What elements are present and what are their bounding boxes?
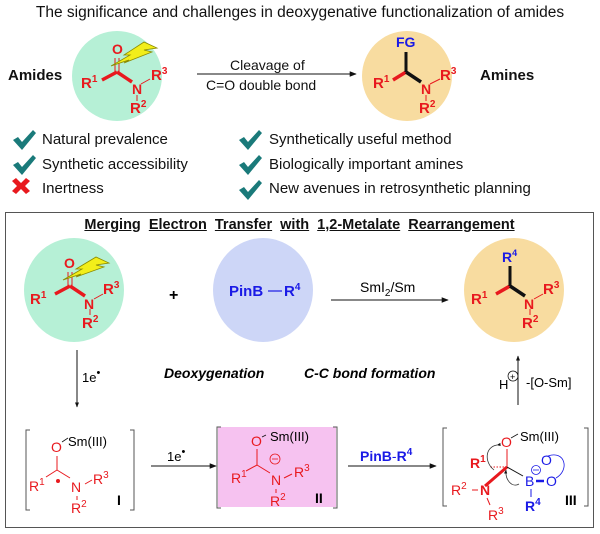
o-sm-label: -[O-Sm] [526, 375, 572, 390]
check-icon [239, 180, 262, 200]
left-list-item: Synthetic accessibility [42, 156, 188, 173]
electron-label-1: 1e• [82, 367, 100, 385]
right-list-item: New avenues in retrosynthetic planning [269, 180, 531, 197]
svg-text:R2: R2 [71, 499, 87, 516]
svg-text:N: N [84, 296, 94, 312]
lightning-bolt-icon [110, 41, 159, 67]
amines-label: Amines [480, 67, 535, 84]
svg-text:R2: R2 [82, 314, 99, 332]
right-list-item: Biologically important amines [269, 156, 464, 173]
svg-text:R4: R4 [525, 497, 541, 514]
fg-label: FG [396, 34, 416, 50]
deoxygenation-label: Deoxygenation [164, 365, 264, 381]
svg-text:R3: R3 [93, 470, 109, 487]
svg-text:R2: R2 [522, 314, 539, 332]
svg-text:R1: R1 [470, 454, 486, 471]
svg-text:Sm(III): Sm(III) [270, 429, 309, 444]
svg-text:R1: R1 [29, 477, 45, 494]
plus-sign: + [169, 287, 178, 304]
arrow-bottom-label: C=O double bond [206, 77, 317, 93]
electron-label-2: 1e• [167, 446, 185, 464]
intermediate-iii: O Sm(III) R1 R2 N R3 B O O R4 III [442, 427, 589, 523]
amine-circle [362, 31, 452, 121]
svg-text:III: III [565, 492, 577, 508]
proton-label: H [499, 377, 508, 392]
svg-text:R1: R1 [231, 469, 247, 486]
svg-text:R4: R4 [284, 282, 301, 300]
r2-label: R2 [419, 99, 436, 117]
left-list-icons [12, 130, 36, 194]
left-list-item: Inertness [42, 180, 104, 197]
svg-text:I: I [117, 492, 121, 508]
svg-text:O: O [541, 452, 552, 468]
svg-text:N: N [524, 296, 534, 312]
svg-text:N: N [71, 479, 81, 495]
atom-o: O [112, 41, 123, 57]
cross-icon [12, 178, 30, 194]
merge-title: Merging Electron Transfer with 1,2-Metal… [84, 217, 515, 233]
svg-text:O: O [546, 473, 557, 489]
amide-structure-top: O R1 N R3 R2 [72, 31, 168, 121]
svg-text:R4: R4 [502, 248, 517, 265]
svg-text:B: B [525, 473, 534, 489]
svg-text:R2: R2 [451, 481, 467, 498]
right-list-item: Synthetically useful method [269, 131, 452, 148]
svg-text:R1: R1 [471, 290, 488, 308]
svg-text:PinB: PinB [229, 283, 263, 300]
svg-text:N: N [480, 482, 490, 498]
svg-text:O: O [51, 439, 62, 455]
r3-label: R3 [151, 66, 168, 84]
svg-text:R2: R2 [270, 492, 286, 509]
amine-structure-top: FG R1 N R3 R2 [362, 31, 457, 121]
amine-product-merge: R4 R1 N R3 R2 [464, 238, 564, 342]
cc-bond-label: C-C bond formation [304, 365, 435, 381]
r2-label: R2 [130, 99, 147, 117]
arrow-top-label: Cleavage of [230, 57, 305, 73]
r1-label: R1 [373, 74, 390, 92]
amides-label: Amides [8, 67, 63, 84]
r3-label: R3 [440, 66, 457, 84]
check-icon [239, 155, 262, 175]
boronate-reagent: PinB R4 [213, 238, 313, 342]
svg-text:N: N [271, 472, 281, 488]
left-list-item: Natural prevalence [42, 131, 168, 148]
svg-text:R3: R3 [543, 280, 560, 298]
svg-text:R3: R3 [488, 506, 504, 523]
svg-text:R1: R1 [30, 290, 47, 308]
intermediate-i: O Sm(III) R1 N R3 R2 I [25, 429, 135, 516]
svg-text:O: O [251, 433, 262, 449]
check-icon [13, 130, 36, 150]
svg-text:Sm(III): Sm(III) [520, 429, 559, 444]
svg-text:Sm(III): Sm(III) [68, 434, 107, 449]
lightning-bolt-icon [62, 256, 111, 281]
intermediate-ii: O Sm(III) R1 N R3 R2 II [216, 426, 338, 509]
check-icon [13, 155, 36, 175]
figure-title: The significance and challenges in deoxy… [35, 4, 565, 21]
right-list-icons [239, 130, 262, 200]
check-icon [239, 130, 262, 150]
svg-text:R3: R3 [294, 463, 310, 480]
svg-text:O: O [64, 255, 75, 271]
amide-structure-merge: O R1 N R3 R2 [24, 238, 124, 342]
reagent-label: SmI2/Sm [360, 279, 415, 299]
atom-n: N [421, 81, 431, 97]
pinb-r4-label: PinB-R4 [360, 447, 413, 464]
atom-n: N [132, 81, 142, 97]
merge-panel [5, 212, 594, 528]
r1-label: R1 [81, 74, 98, 92]
svg-text:II: II [315, 490, 323, 506]
svg-text:R3: R3 [103, 280, 120, 298]
svg-text:O: O [501, 434, 512, 450]
svg-text:+: + [510, 372, 515, 382]
